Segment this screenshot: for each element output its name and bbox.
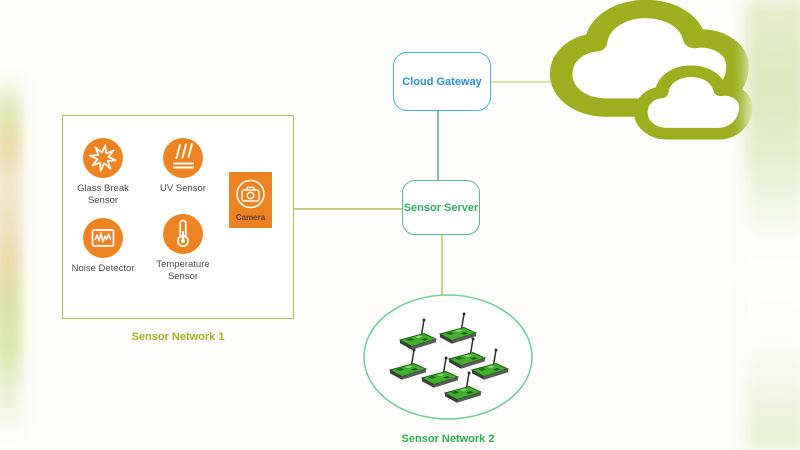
camera-icon xyxy=(236,179,265,209)
sensor-network-1-label: Sensor Network 1 xyxy=(131,331,225,343)
camera-tile: Camera xyxy=(229,172,272,228)
cloud-gateway-box: Cloud Gateway xyxy=(393,52,491,111)
left-edge-gradient xyxy=(0,0,22,450)
cloud-gateway-label: Cloud Gateway xyxy=(402,75,482,88)
sensor-network-2-label: Sensor Network 2 xyxy=(401,433,495,445)
glass-break-icon xyxy=(83,138,123,178)
sensor-network-1-box: Glass Break Sensor UV Sensor xyxy=(62,115,294,319)
sensor-glass-break: Glass Break Sensor xyxy=(65,138,141,208)
noise-detector-icon xyxy=(83,218,123,258)
sensor-temperature: Temperature Sensor xyxy=(143,214,223,284)
sensor-server-box: Sensor Server xyxy=(402,180,480,235)
temperature-sensor-icon xyxy=(163,214,203,254)
sensor-noise: Noise Detector xyxy=(65,218,141,275)
camera-label: Camera xyxy=(235,213,266,222)
uv-sensor-label: UV Sensor xyxy=(160,183,206,194)
temperature-sensor-label: Temperature Sensor xyxy=(156,259,210,283)
noise-detector-label: Noise Detector xyxy=(71,263,135,274)
right-edge-gradient xyxy=(745,0,800,450)
cloud-icon xyxy=(561,9,746,134)
glass-break-label: Glass Break Sensor xyxy=(77,183,129,207)
sensor-server-label: Sensor Server xyxy=(403,201,479,214)
sensor-network-2-ellipse xyxy=(363,294,533,420)
uv-sensor-icon xyxy=(163,138,203,178)
sensor-uv: UV Sensor xyxy=(145,138,221,195)
